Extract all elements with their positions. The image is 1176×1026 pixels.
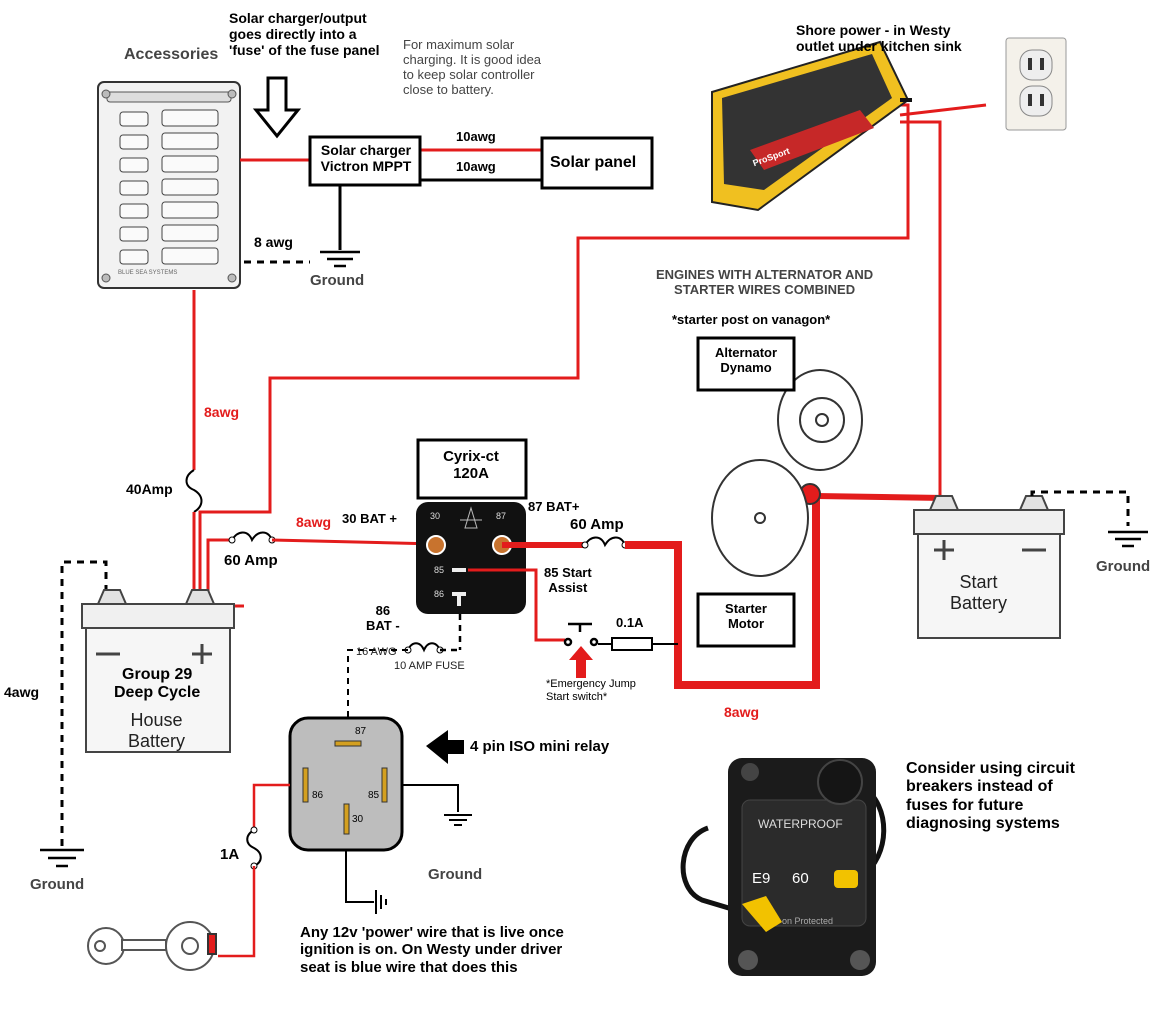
alternator-label-box xyxy=(696,336,796,392)
cyrix-terminal-30 xyxy=(426,535,446,555)
relay-note: 4 pin ISO mini relay xyxy=(470,738,610,755)
ground-symbol-icon xyxy=(40,848,84,868)
cyrix-pin86-label: 86 xyxy=(434,589,445,599)
fuse-60a-right-label: 60 Amp xyxy=(570,516,624,533)
bat30-label: 30 BAT + xyxy=(342,511,398,526)
breaker-sub-label: on Protected xyxy=(782,916,834,926)
relay-pin87-label: 87 xyxy=(355,726,367,737)
solar-charger-box xyxy=(308,135,422,187)
ignition-key-icon xyxy=(87,921,217,971)
cyrix-label-box xyxy=(416,438,528,500)
ground-symbol-icon xyxy=(375,890,387,914)
bat87-label: 87 BAT+ xyxy=(528,499,580,514)
ground-right-label: Ground xyxy=(1096,558,1151,575)
breaker-waterproof-label: WATERPROOF xyxy=(758,817,843,831)
relay-pin30-label: 30 xyxy=(352,814,364,825)
relay-pin86-label: 86 xyxy=(312,790,324,801)
starter-label-box xyxy=(696,592,796,648)
house-battery-label: House Battery xyxy=(128,710,186,751)
shore-charger-graphic xyxy=(711,40,912,212)
up-arrow-icon xyxy=(569,646,593,678)
breaker-rating-label: 60 xyxy=(792,870,809,887)
fuse-1a-icon xyxy=(246,829,262,867)
awg10-bottom-label: 10awg xyxy=(456,159,496,174)
awg8-bottom-label: 8awg xyxy=(724,704,760,720)
ground-symbol-icon xyxy=(1108,530,1148,548)
cyrix-relay-body xyxy=(416,502,526,614)
relay-pin85-label: 85 xyxy=(368,790,380,801)
fuse-01a-label: 0.1A xyxy=(616,615,644,630)
starter-motor-graphic xyxy=(711,459,809,577)
fuse-switch-row xyxy=(119,109,219,265)
breaker-note: Consider using circuit breakers instead … xyxy=(906,760,1075,833)
awg10-top-label: 10awg xyxy=(456,129,496,144)
engine-heading: ENGINES WITH ALTERNATOR AND STARTER WIRE… xyxy=(656,267,874,297)
solar-fuse-note: Solar charger/output goes directly into … xyxy=(229,10,380,59)
fuse-10a-label: 10 AMP FUSE xyxy=(394,660,465,672)
house-battery-graphic xyxy=(81,589,235,753)
start-battery-graphic xyxy=(913,495,1065,639)
cyrix-pin30-label: 30 xyxy=(430,511,441,521)
alternator-label: Alternator Dynamo xyxy=(714,345,778,375)
ground-relay-label: Ground xyxy=(428,866,483,883)
ground-symbol-icon xyxy=(444,814,472,826)
cyrix-label: Cyrix-ct 120A xyxy=(443,448,499,483)
left-arrow-icon xyxy=(426,730,464,764)
awg16-label: 16 AWG xyxy=(356,646,397,658)
awg8-bat-label: 8awg xyxy=(296,514,332,530)
fuse-panel-brand: BLUE SEA SYSTEMS xyxy=(118,270,178,276)
circuit-breaker-graphic xyxy=(680,758,887,976)
push-switch-icon xyxy=(563,622,599,647)
fuse-01a-icon xyxy=(611,637,653,651)
ground-solar-label: Ground xyxy=(310,272,365,289)
ground-symbol-icon xyxy=(320,250,360,268)
breaker-model-label: E9 xyxy=(752,870,771,887)
start-assist-label: 85 Start Assist xyxy=(544,565,592,595)
solar-panel-label: Solar panel xyxy=(550,154,637,171)
fuse-60a-left-label: 60 Amp xyxy=(224,552,278,569)
start-battery-label: Start Battery xyxy=(950,572,1008,613)
fuse-panel xyxy=(97,81,241,289)
emergency-switch-note: *Emergency Jump Start switch* xyxy=(546,678,636,703)
bat86-label: 86 BAT - xyxy=(366,603,400,633)
awg4-label: 4awg xyxy=(4,684,40,700)
accessories-label: Accessories xyxy=(124,46,219,63)
starter-label: Starter Motor xyxy=(725,601,767,631)
ignition-note: Any 12v 'power' wire that is live once i… xyxy=(300,924,564,976)
solar-distance-note: For maximum solar charging. It is good i… xyxy=(403,37,542,97)
fuse-40a-label: 40Amp xyxy=(126,481,173,497)
ground-left-label: Ground xyxy=(30,876,85,893)
solar-panel-box xyxy=(540,136,654,190)
house-battery-type-label: Group 29 Deep Cycle xyxy=(114,666,201,702)
wall-outlet-icon xyxy=(1005,37,1067,131)
awg8-vertical-label: 8awg xyxy=(204,404,240,420)
cyrix-pin85-label: 85 xyxy=(434,565,445,575)
down-arrow-icon xyxy=(252,76,302,139)
fuse-40a-icon xyxy=(185,469,203,513)
shore-power-note: Shore power - in Westy outlet under kitc… xyxy=(796,22,962,55)
alternator-graphic xyxy=(777,369,863,471)
engine-subnote: *starter post on vanagon* xyxy=(672,312,831,327)
awg8-ground-label: 8 awg xyxy=(254,234,293,250)
fuse-1a-label: 1A xyxy=(220,846,240,863)
cyrix-pin87-label: 87 xyxy=(496,511,507,521)
solar-charger-label: Solar charger Victron MPPT xyxy=(320,142,412,175)
